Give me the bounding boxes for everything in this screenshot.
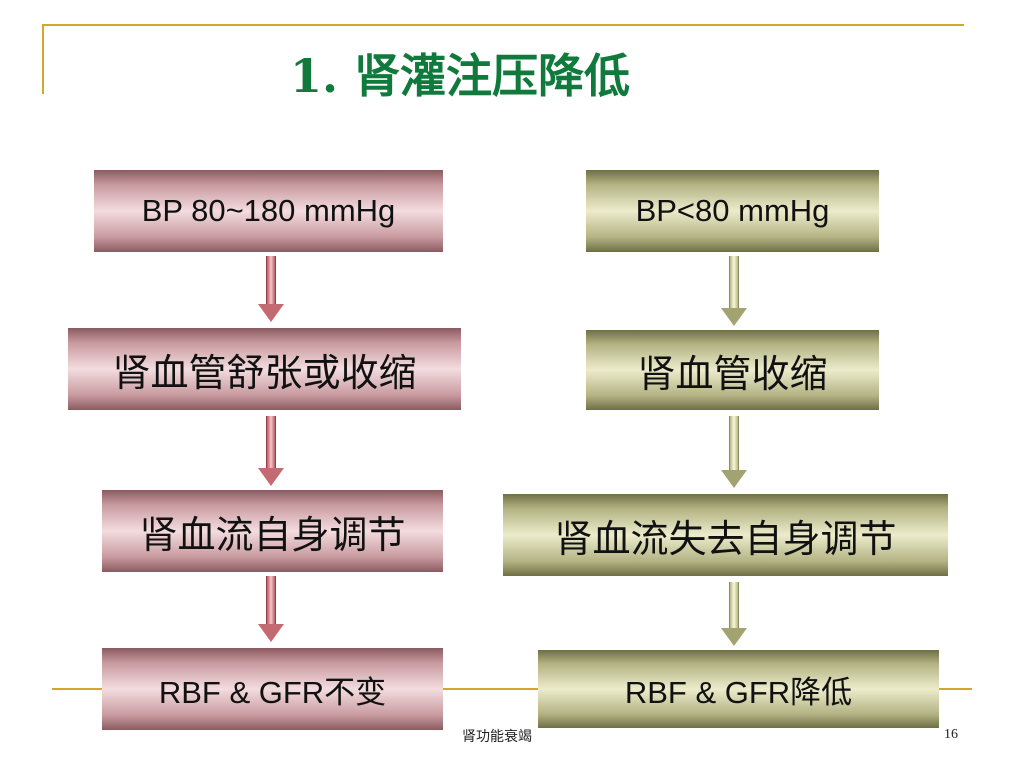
right-arrow-2	[721, 416, 747, 488]
right-box-vessel-constrict: 肾血管收缩	[586, 330, 879, 410]
right-arrow-3	[721, 582, 747, 646]
top-rule	[42, 24, 964, 26]
right-box-bp-low: BP<80 mmHg	[586, 170, 879, 252]
left-box-bp-normal: BP 80~180 mmHg	[94, 170, 443, 252]
bottom-rule-left	[52, 688, 104, 690]
left-box-vessel-dilate-constrict: 肾血管舒张或收缩	[68, 328, 461, 410]
right-box-rbf-gfr-decreased: RBF & GFR降低	[538, 650, 939, 728]
page-number: 16	[944, 727, 958, 742]
slide-title: 1. 肾灌注压降低	[289, 49, 631, 103]
left-box-autoregulation: 肾血流自身调节	[102, 490, 443, 572]
right-arrow-1	[721, 256, 747, 326]
left-rule	[42, 24, 44, 94]
left-arrow-2	[258, 416, 284, 486]
left-arrow-3	[258, 576, 284, 642]
bottom-rule-right	[938, 688, 972, 690]
left-box-rbf-gfr-unchanged: RBF & GFR不变	[102, 648, 443, 730]
left-arrow-1	[258, 256, 284, 322]
footer-text: 肾功能衰竭	[462, 729, 532, 745]
bottom-rule-middle	[442, 688, 538, 690]
right-box-lost-autoregulation: 肾血流失去自身调节	[503, 494, 948, 576]
